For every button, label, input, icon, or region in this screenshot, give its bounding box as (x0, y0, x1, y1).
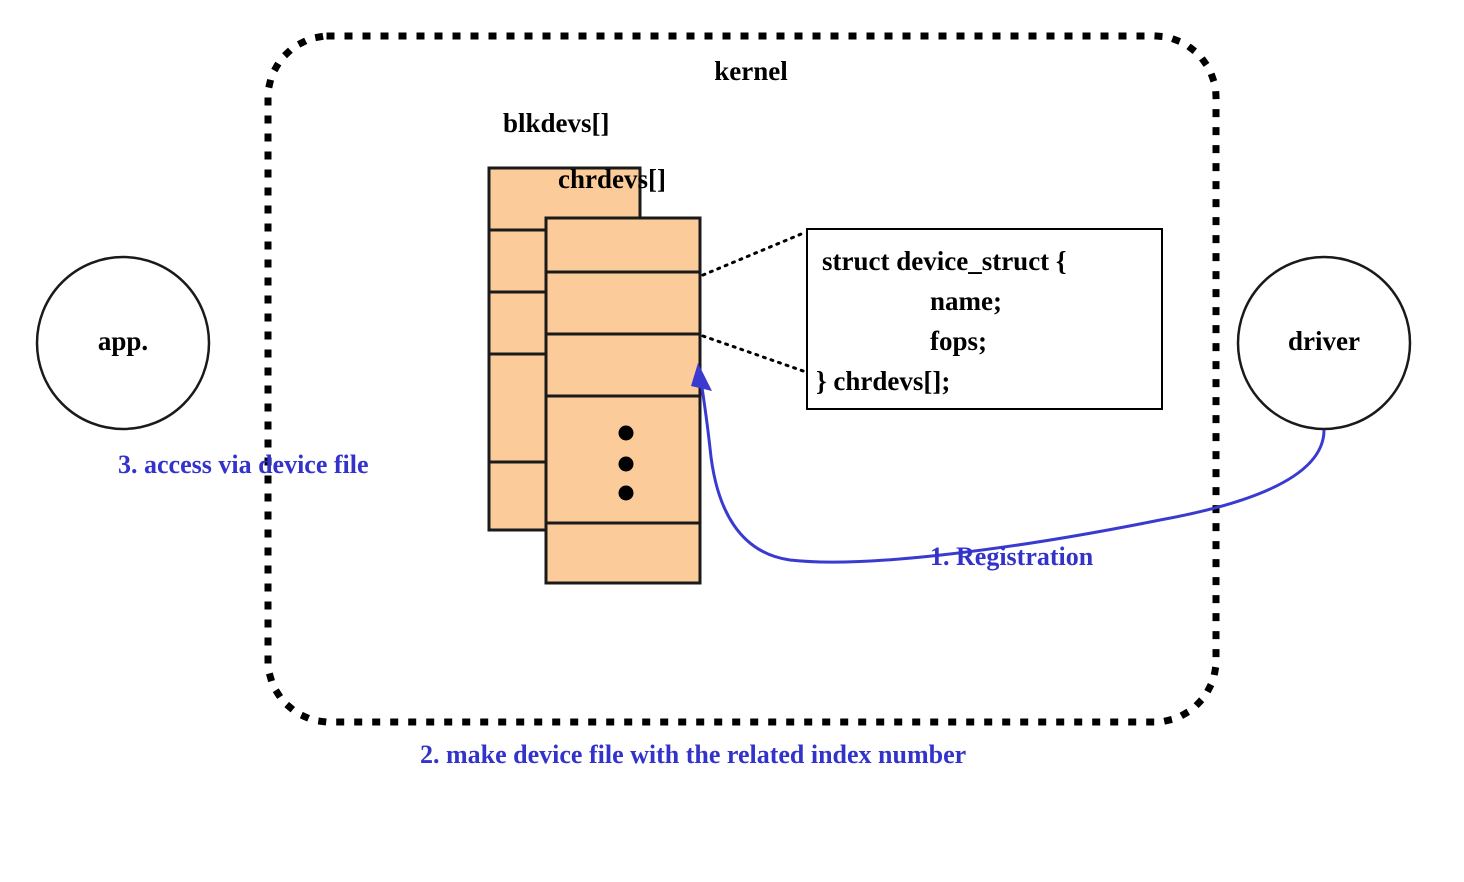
annotation-step-1: 1. Registration (930, 542, 1094, 571)
chrdevs-label: chrdevs[] (558, 164, 666, 194)
blkdevs-cell-4 (487, 460, 642, 532)
leader-line-bottom (701, 334, 808, 374)
leader-line-top (701, 230, 808, 277)
struct-line-name: name; (930, 286, 1002, 316)
struct-line-closing: } chrdevs[]; (816, 366, 951, 396)
annotation-step-2: 2. make device file with the related ind… (420, 740, 967, 769)
blkdevs-cell-3 (487, 352, 642, 464)
chrdevs-cell-2 (544, 332, 702, 398)
blkdevs-table (487, 166, 642, 532)
driver-node-label: driver (1288, 326, 1360, 356)
kernel-title: kernel (0, 58, 1464, 85)
ellipsis-dot-1 (618, 425, 634, 441)
app-node-label: app. (97, 326, 149, 356)
struct-line-fops: fops; (930, 326, 988, 356)
blkdevs-cell-1 (487, 228, 642, 294)
blkdevs-cell-2 (487, 290, 642, 356)
ellipsis-dot-3 (618, 485, 634, 501)
struct-line-declaration: struct device_struct { (822, 246, 1067, 276)
chrdevs-cell-3 (544, 394, 702, 525)
blkdevs-label: blkdevs[] (503, 108, 610, 138)
struct-device-struct-box: struct device_struct { name; fops; } chr… (806, 228, 1163, 410)
kernel-title-text: kernel (714, 56, 788, 86)
chrdevs-cell-4 (544, 521, 702, 585)
registration-arrowhead (691, 363, 712, 391)
chrdevs-cell-0 (544, 216, 702, 274)
chrdevs-table (544, 216, 702, 585)
ellipsis-dot-2 (618, 456, 634, 472)
chrdevs-cell-1 (544, 270, 702, 336)
annotation-step-3: 3. access via device file (118, 450, 369, 479)
